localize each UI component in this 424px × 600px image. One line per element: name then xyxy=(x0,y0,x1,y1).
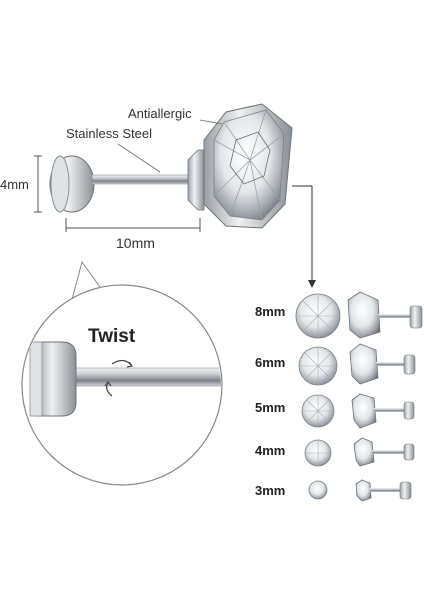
length-label: 10mm xyxy=(116,235,155,251)
size-chart-studs xyxy=(347,291,423,502)
post xyxy=(91,174,193,185)
gem-8mm xyxy=(295,293,341,339)
gem-5mm xyxy=(301,394,335,428)
height-label: 4mm xyxy=(0,177,29,192)
size-label-8mm: 8mm xyxy=(255,304,286,319)
stainless-steel-label: Stainless Steel xyxy=(66,126,152,141)
gem-setting xyxy=(203,103,293,229)
height-dimension xyxy=(34,155,42,213)
stainless-steel-leader xyxy=(117,143,161,173)
size-label-4mm: 4mm xyxy=(255,443,286,458)
stud-3mm xyxy=(355,479,412,502)
length-dimension xyxy=(65,218,201,232)
gem-4mm xyxy=(304,439,332,467)
antiallergic-leader xyxy=(199,119,223,125)
stud-6mm xyxy=(349,343,416,385)
gem-3mm xyxy=(308,480,328,500)
stud-4mm xyxy=(353,437,415,467)
stud-5mm xyxy=(351,393,415,429)
back-cap xyxy=(49,155,95,213)
collar xyxy=(187,149,205,211)
arrow-down-icon xyxy=(292,185,316,288)
size-label-3mm: 3mm xyxy=(255,483,286,498)
size-label-6mm: 6mm xyxy=(255,355,286,370)
twist-rotation-icon xyxy=(104,359,134,397)
size-chart-gems xyxy=(295,293,341,500)
antiallergic-label: Antiallergic xyxy=(128,106,192,121)
gem-6mm xyxy=(298,346,338,386)
stud-8mm xyxy=(347,291,423,339)
zoom-callout xyxy=(21,260,223,486)
twist-label: Twist xyxy=(88,326,136,347)
size-label-5mm: 5mm xyxy=(255,400,286,415)
